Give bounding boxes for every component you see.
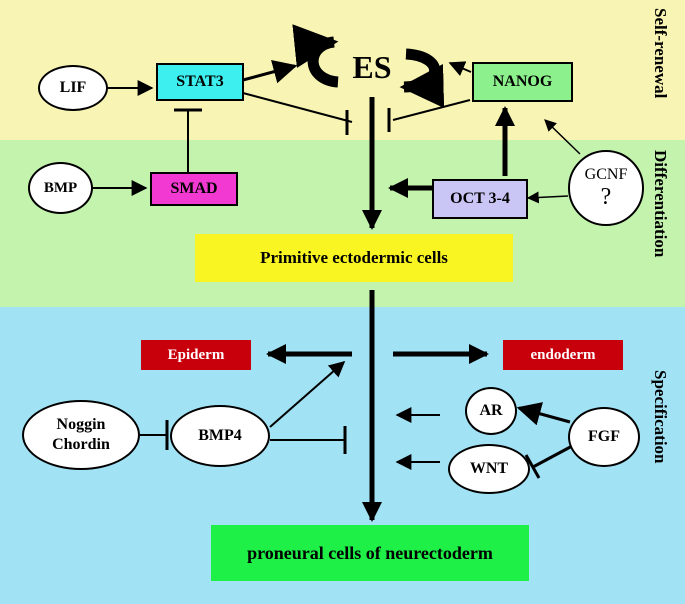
gcnf-question-label: ? [600, 184, 612, 210]
nanog-label: NANOG [492, 73, 553, 90]
oct-label: OCT 3-4 [450, 190, 510, 207]
oct-node: OCT 3-4 [432, 179, 528, 219]
stat3-node: STAT3 [156, 63, 244, 101]
bmp-label: BMP [43, 179, 78, 196]
self-renewal-label: Self-renewal [651, 8, 670, 99]
fgf-to-ar-arrow [516, 402, 571, 426]
stat3-label: STAT3 [176, 73, 224, 90]
proneural-node: proneural cells of neurectoderm [211, 525, 529, 581]
es-node: ES [338, 45, 406, 89]
gcnf-to-nanog-arrow [544, 119, 581, 155]
primitive-ectodermic-label: Primitive ectodermic cells [260, 248, 448, 267]
lif-label: LIF [59, 79, 87, 96]
smad-label: SMAD [170, 180, 218, 197]
fgf-inhibit-line [532, 443, 575, 469]
differentiation-label: Differentiation [651, 150, 670, 258]
es-right-curl-arrow [399, 48, 445, 108]
bmp4-node: BMP4 [170, 405, 270, 467]
nanog-node: NANOG [472, 62, 573, 102]
stat3-to-es-arrow [242, 60, 298, 84]
wnt-node: WNT [448, 444, 530, 494]
fgf-node: FGF [568, 407, 640, 467]
proneural-label: proneural cells of neurectoderm [247, 542, 493, 563]
smad-node: SMAD [150, 172, 238, 206]
specification-label: Specification [651, 370, 670, 464]
epiderm-node: Epiderm [141, 340, 251, 370]
ar-node: AR [465, 387, 517, 435]
bmp4-to-epiderm-arrow [269, 360, 346, 428]
lif-node: LIF [38, 65, 108, 111]
stat3-inhibit-line [242, 92, 353, 123]
nanog-inhibit-line [392, 99, 471, 121]
ar-label: AR [479, 402, 503, 419]
fgf-inhibit-bar [524, 454, 541, 479]
es-left-curl-arrow [292, 24, 339, 88]
fgf-label: FGF [588, 428, 620, 445]
epiderm-label: Epiderm [167, 346, 225, 363]
gcnf-label: GCNF [584, 166, 628, 183]
endoderm-label: endoderm [530, 346, 596, 363]
primitive-ectodermic-node: Primitive ectodermic cells [195, 234, 513, 282]
wnt-label: WNT [469, 460, 509, 477]
chordin-label: Chordin [52, 436, 110, 453]
bmp-node: BMP [28, 162, 93, 214]
gcnf-node: GCNF ? [568, 150, 644, 226]
noggin-chordin-node: Noggin Chordin [22, 400, 140, 470]
nanog-to-es-arrow [448, 61, 472, 77]
noggin-label: Noggin [56, 416, 106, 433]
es-label: ES [352, 48, 392, 85]
bmp4-label: BMP4 [198, 427, 242, 444]
gcnf-to-oct-arrow [526, 191, 569, 204]
endoderm-node: endoderm [503, 340, 623, 370]
